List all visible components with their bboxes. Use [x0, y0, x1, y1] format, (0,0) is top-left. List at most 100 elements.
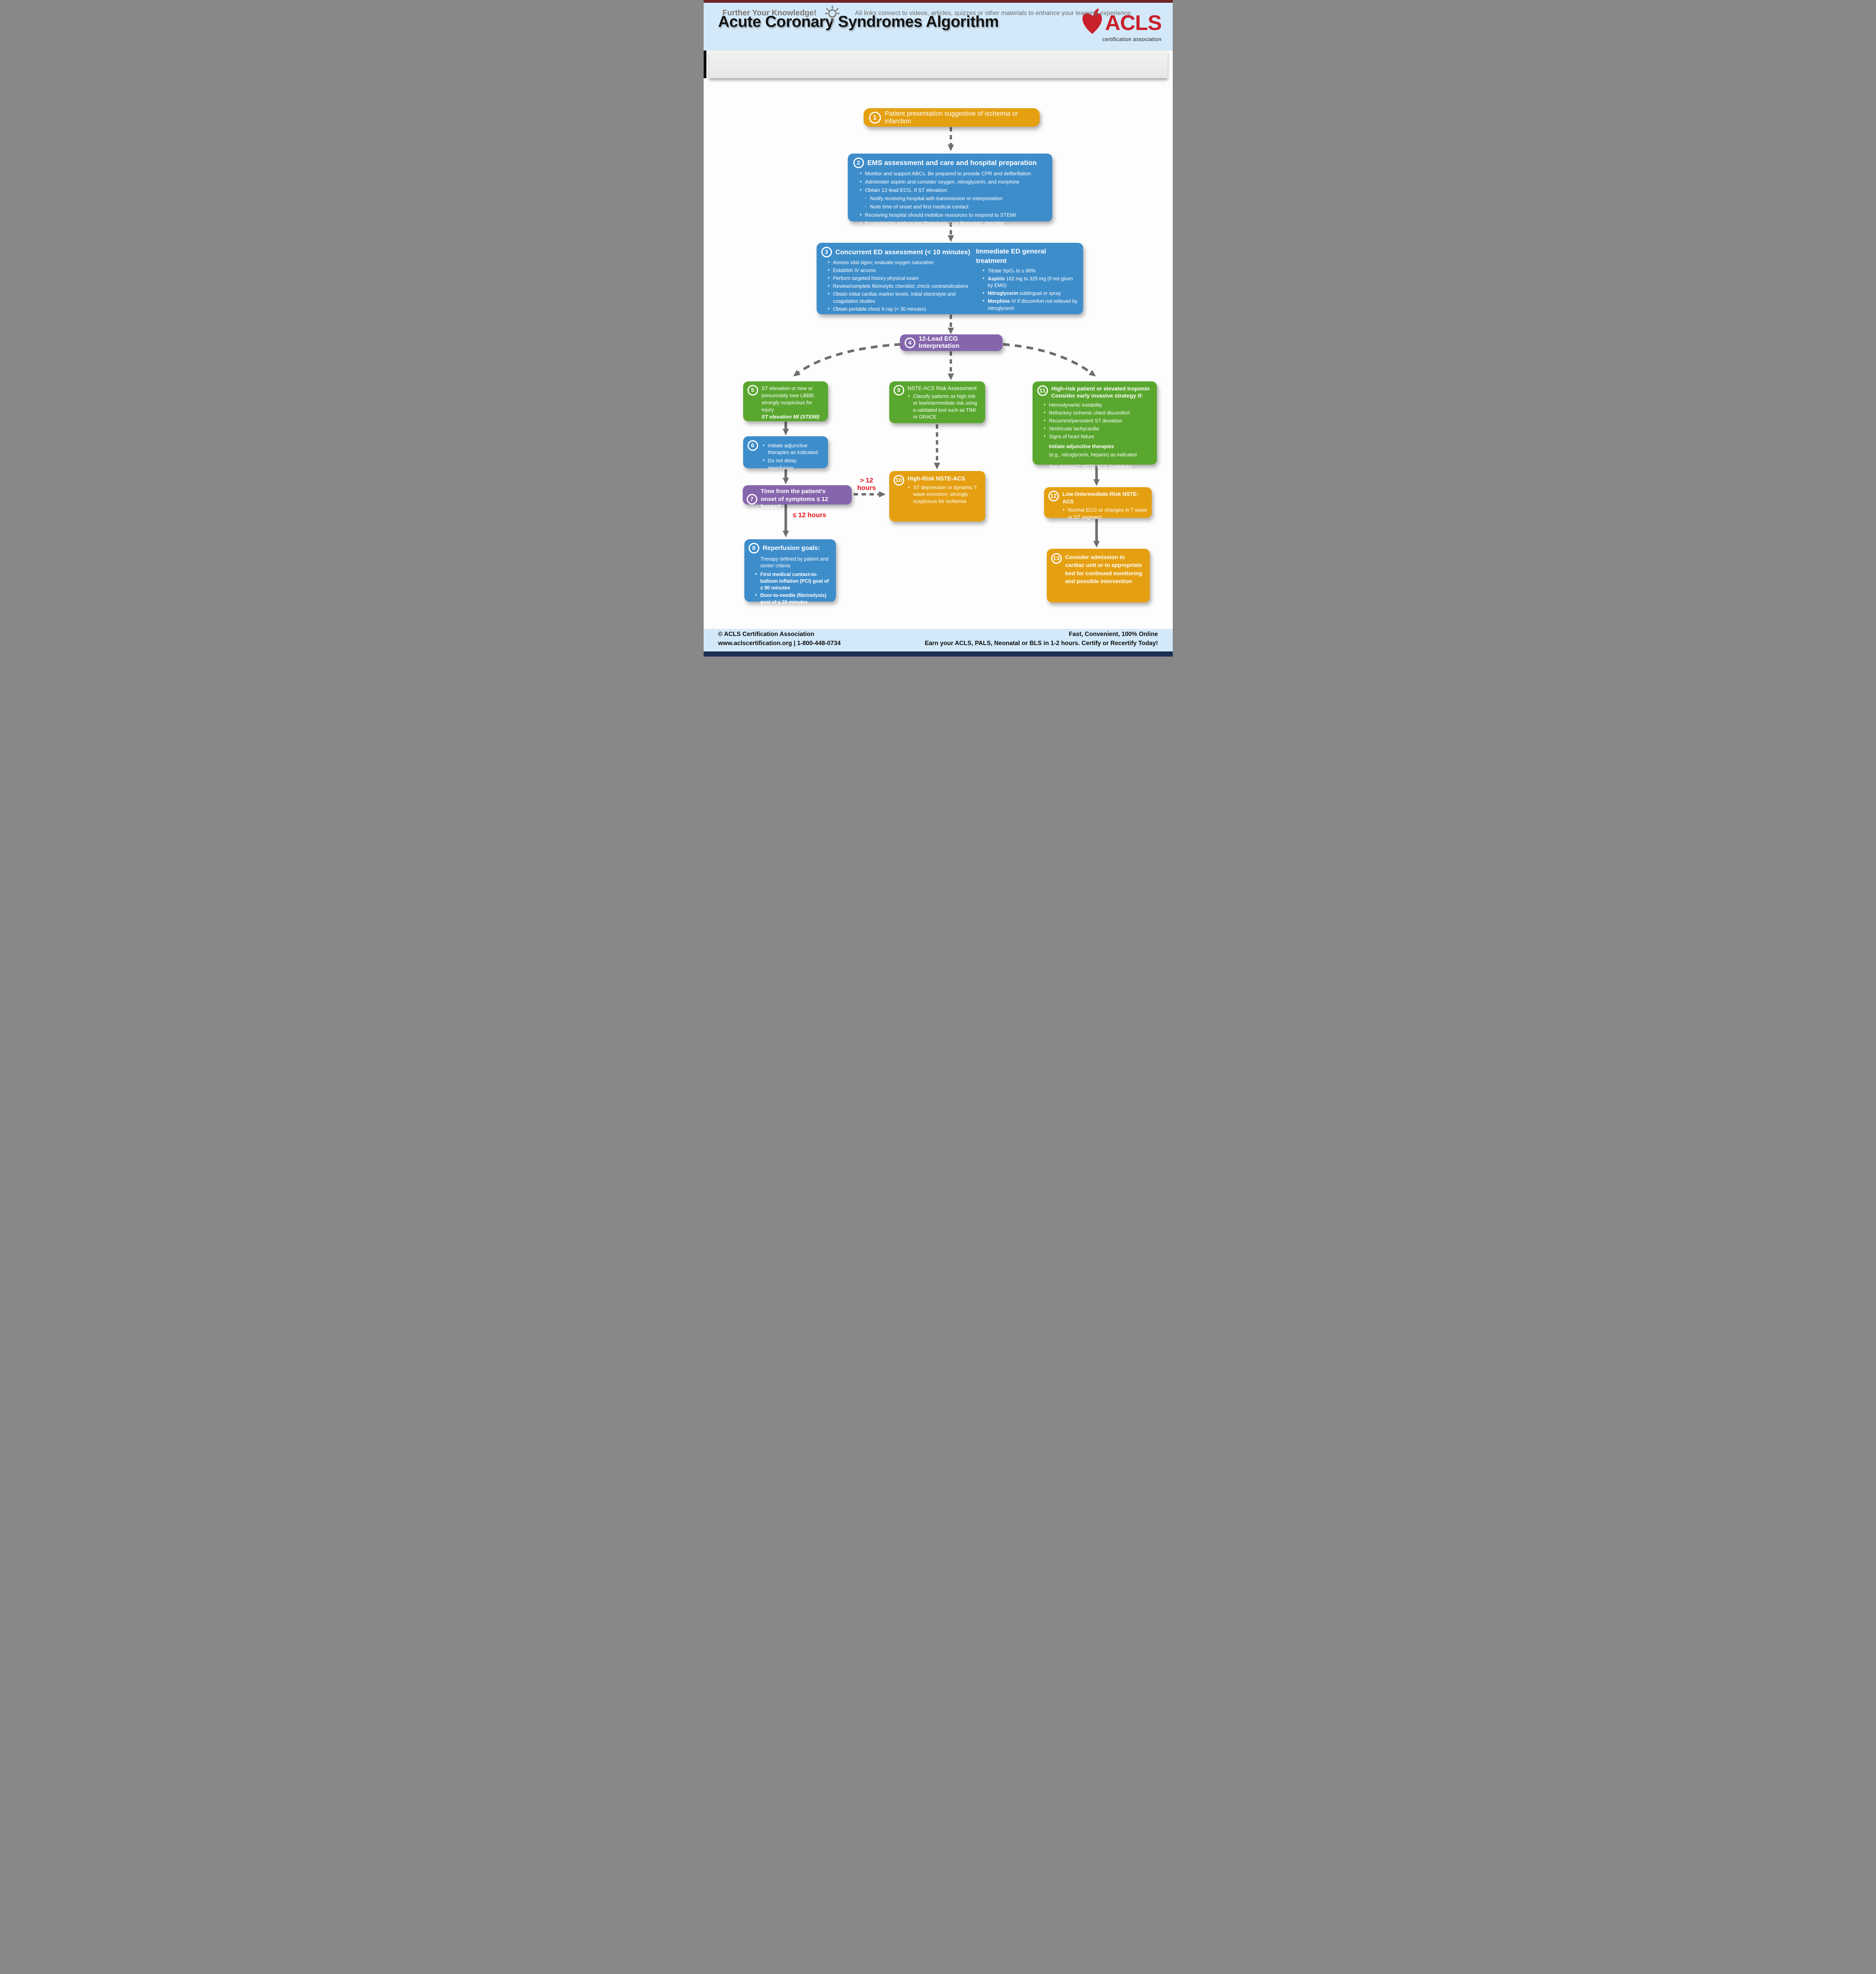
flow-box-13[interactable]: 13 Consider admission to cardiac unit or…: [1046, 549, 1150, 602]
list-item: Review/complete fibrinolytic checklist; …: [828, 283, 971, 290]
box8-bullet-list: First medical contact-to-balloon inflati…: [749, 571, 832, 606]
footer: [703, 629, 1173, 651]
logo-tagline: certification association: [1102, 36, 1162, 42]
step-number: 7: [746, 494, 757, 505]
acls-logo: ACLS certification association: [1080, 8, 1162, 42]
box3-right-title: Immediate ED general treatment: [976, 248, 1046, 265]
bottom-edge-bar: [703, 651, 1173, 657]
top-edge-bar: [703, 0, 1173, 3]
step-number: 12: [1048, 491, 1059, 501]
box5-emphasis: ST elevation MI (STEMI): [761, 413, 820, 420]
flow-box-11[interactable]: 11 High-risk patient or elevated troponi…: [1032, 381, 1157, 469]
box10-bullet-list: ST depression or dynamic T wave inversio…: [908, 484, 981, 505]
list-item: Notify receiving hospital with transmiss…: [865, 195, 1047, 202]
list-item: Classify patients as high risk or low/in…: [908, 393, 981, 420]
flow-box-9[interactable]: 9 NSTE-ACS Risk Assessment Classify pati…: [889, 381, 985, 423]
box6-bullet-list: Initiate adjunctive therapies as indicat…: [762, 441, 824, 472]
acs-algorithm-poster: Acute Coronary Syndromes Algorithm ACLS …: [703, 0, 1173, 657]
lightbulb-icon: [822, 4, 843, 26]
flow-box-10[interactable]: 10 High-Risk NSTE-ACS ST depression or d…: [889, 471, 985, 522]
flow-box-5[interactable]: 5 ST elevation or new or presumably new …: [743, 381, 828, 421]
logo-acronym: ACLS: [1105, 11, 1162, 35]
list-item: Do not delay reperfusion: [763, 457, 824, 471]
list-item: If considering prehospital fibrinolysis,…: [860, 220, 1047, 227]
box1-text: Patient presentation suggestive of ische…: [884, 110, 1018, 125]
box3-right-bullet-list: Titrate SpO₂ to ≥ 90%Aspirin 162 mg to 3…: [976, 267, 1078, 312]
step-number: 2: [853, 158, 864, 168]
box8-title: Reperfusion goals:: [762, 544, 820, 552]
flow-box-4[interactable]: 4 12-Lead ECG Interpretation: [900, 334, 1003, 351]
box11-adjunct-detail: (e.g., nitroglycerin, heparin) as indica…: [1049, 452, 1137, 458]
list-item: Administer aspirin and consider oxygen, …: [860, 178, 1047, 186]
list-item: First medical contact-to-balloon inflati…: [755, 571, 832, 591]
list-item: Recurrent/persistent ST deviation: [1044, 417, 1152, 425]
list-item: Ventricular tachycardia: [1044, 425, 1152, 433]
step-number: 13: [1051, 553, 1062, 564]
step-number: 10: [893, 475, 904, 486]
box10-title: High-Risk NSTE-ACS: [907, 476, 965, 482]
box7-line1: Time from the patient’s: [761, 488, 826, 495]
box12-bullet-list: Normal ECG or changes in T wave or ST se…: [1063, 506, 1147, 521]
footer-org: © ACLS Certification Association: [718, 631, 815, 638]
step-number: 1: [869, 111, 881, 124]
banner-headline: Further Your Knowledge!: [722, 9, 817, 17]
box2-title: EMS assessment and care and hospital pre…: [867, 159, 1037, 167]
step-number: 4: [904, 337, 915, 348]
list-item: Perform targeted history physical exam: [828, 275, 971, 282]
list-item: Note time of onset and first medical con…: [865, 203, 1047, 210]
step-number: 11: [1037, 385, 1048, 396]
list-item: Titrate SpO₂ to ≥ 90%: [983, 267, 1078, 275]
box7-line2: onset of symptoms ≤ 12 hours?: [761, 495, 828, 510]
list-item: Nitroglycerin sublingual or spray: [983, 290, 1078, 297]
flow-box-3[interactable]: 3 Concurrent ED assessment (< 10 minutes…: [816, 243, 1083, 314]
box3-left-bullet-list: Assess vital signs; evaluate oxygen satu…: [821, 259, 971, 313]
list-item: Refractory ischemic chest discomfort: [1044, 409, 1152, 417]
connector-box4-box11: [1003, 343, 1096, 377]
list-item: Establish IV access: [828, 267, 971, 274]
footer-contact[interactable]: www.aclscertification.org | 1-800-448-07…: [718, 640, 841, 647]
step-number: 9: [893, 385, 904, 396]
box2-bullet-list: Monitor and support ABCs. Be prepared to…: [853, 170, 1047, 227]
list-item: Normal ECG or changes in T wave or ST se…: [1063, 506, 1147, 521]
box3-left-title: Concurrent ED assessment (< 10 minutes): [835, 248, 971, 256]
step-number: 5: [747, 385, 758, 396]
list-item: Door-to-needle (fibrinolysis) goal of ≤ …: [755, 592, 832, 606]
flow-box-8[interactable]: 8 Reperfusion goals: Therapy defined by …: [744, 539, 836, 605]
list-item: Initiate adjunctive therapies as indicat…: [763, 442, 824, 456]
heart-icon: [1080, 8, 1104, 37]
flow-box-7[interactable]: 7 Time from the patient’s onset of sympt…: [742, 485, 852, 510]
flow-box-2[interactable]: 2 EMS assessment and care and hospital p…: [847, 154, 1052, 227]
list-item: Receiving hospital should mobilize resou…: [860, 211, 1047, 219]
label-gt-12-hours: > 12 hours: [857, 477, 876, 492]
list-item: Aspirin 162 mg to 325 mg (if not given b…: [983, 275, 1078, 289]
step-number: 8: [748, 543, 759, 554]
box13-text: Consider admission to cardiac unit or to…: [1065, 554, 1142, 584]
box5-text: ST elevation or new or presumably new LB…: [761, 385, 815, 413]
header: Acute Coronary Syndromes Algorithm ACLS …: [703, 3, 1173, 51]
flow-box-6[interactable]: 6 Initiate adjunctive therapies as indic…: [743, 436, 828, 471]
page-title: Acute Coronary Syndromes Algorithm: [718, 13, 999, 30]
footer-tagline: Fast, Convenient, 100% Online: [1069, 631, 1158, 638]
box11-adjunct-heading: Initiate adjunctive therapies: [1049, 443, 1114, 449]
list-item: Signs of heart failure: [1044, 433, 1152, 441]
box9-bullet-list: Classify patients as high risk or low/in…: [908, 393, 981, 420]
flow-box-1[interactable]: 1 Patient presentation suggestive of isc…: [863, 108, 1040, 127]
box9-title: NSTE-ACS Risk Assessment: [907, 385, 977, 391]
list-item: Obtain 12-lead ECG. If ST elevation:: [860, 186, 1047, 194]
knowledge-banner: [709, 51, 1168, 78]
box12-title: Low-/intermediate-Risk NSTE-ACS: [1062, 491, 1139, 505]
box8-intro: Therapy defined by patient and center cr…: [760, 556, 828, 569]
list-item: Obtain initial cardiac marker levels, in…: [828, 291, 971, 305]
connector-box4-box5: [793, 343, 901, 377]
banner-description: All links connect to videos, articles, q…: [855, 10, 1133, 17]
banner-left-edge: [703, 51, 706, 78]
list-item: ST depression or dynamic T wave inversio…: [908, 484, 981, 505]
step-number: 6: [747, 440, 758, 451]
list-item: Hemodynamic instability: [1044, 402, 1152, 409]
list-item: Morphine IV if discomfort not relieved b…: [983, 298, 1078, 312]
box4-text: 12-Lead ECG Interpretation: [918, 336, 960, 349]
footer-cta: Earn your ACLS, PALS, Neonatal or BLS in…: [924, 640, 1158, 647]
list-item: Monitor and support ABCs. Be prepared to…: [860, 170, 1047, 177]
list-item: Obtain portable chest X-ray (< 30 minute…: [828, 306, 971, 313]
flow-box-12[interactable]: 12 Low-/intermediate-Risk NSTE-ACS Norma…: [1044, 487, 1152, 521]
